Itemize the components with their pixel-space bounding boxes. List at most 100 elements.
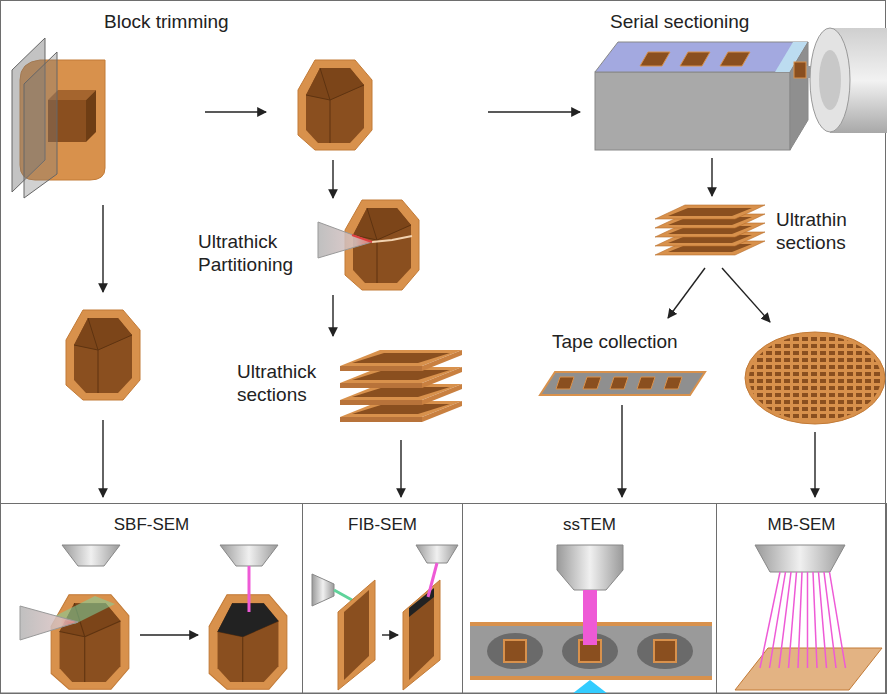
microtome xyxy=(790,42,808,150)
panel-heading: MB-SEM xyxy=(717,504,886,536)
sbf-sem-figure xyxy=(220,545,278,566)
ultrathick-stack xyxy=(352,353,450,363)
flow-arrow xyxy=(103,112,815,497)
tape-strip xyxy=(556,377,574,389)
mb-sem-figure xyxy=(789,572,797,668)
trimmed-block xyxy=(66,60,372,400)
mb-sem-figure xyxy=(813,572,817,668)
mb-sem-figure xyxy=(830,572,846,668)
sbf-sem-figure xyxy=(140,634,198,635)
ultrathick-stack xyxy=(340,400,422,405)
label-text: Ultrathick sections xyxy=(237,360,337,406)
sstem-figure xyxy=(470,676,712,680)
flow-arrow xyxy=(332,160,333,198)
step-label: Serial sectioning xyxy=(610,10,749,33)
microtome xyxy=(720,52,750,66)
partitioning-figure xyxy=(372,236,412,242)
raw-block xyxy=(12,38,105,198)
label-text: Serial sectioning xyxy=(610,10,749,33)
tape-strip xyxy=(540,372,705,395)
flow-arrow xyxy=(711,158,712,196)
mb-sem-figure xyxy=(824,572,836,668)
ultrathick-stack xyxy=(340,417,422,422)
fib-sem-figure xyxy=(416,545,458,563)
panel-heading: ssTEM xyxy=(463,504,716,536)
trimmed-block xyxy=(298,60,372,150)
mb-sem-figure xyxy=(770,572,786,668)
sbf-sem-figure xyxy=(51,595,129,690)
raw-block xyxy=(86,90,96,142)
sstem-figure xyxy=(583,590,597,645)
tape-strip xyxy=(583,377,601,389)
fib-sem-figure xyxy=(344,590,369,680)
sstem-figure xyxy=(487,633,543,669)
raw-block xyxy=(24,52,57,198)
partitioning-figure xyxy=(352,235,372,242)
wafer xyxy=(749,335,881,421)
flow-arrow xyxy=(668,268,705,318)
panel-heading: FIB-SEM xyxy=(303,504,462,536)
ultrathin-stack xyxy=(655,205,765,255)
microtome xyxy=(810,28,850,132)
sstem-figure xyxy=(572,680,608,694)
mb-sem-figure xyxy=(798,572,802,668)
fib-sem-figure xyxy=(312,574,334,606)
ultrathin-stack xyxy=(668,208,752,216)
ultrathick-stack xyxy=(352,404,450,414)
step-label: Block trimming xyxy=(104,10,229,33)
sbf-sem-figure xyxy=(62,545,120,566)
fib-sem-figure xyxy=(428,563,437,597)
microtome xyxy=(595,28,887,150)
mb-sem-figure xyxy=(755,545,845,572)
tape-strip xyxy=(610,377,628,389)
mb-sem-figure xyxy=(760,572,846,668)
step-label: Ultrathick sections xyxy=(237,360,337,406)
ultrathick-stack xyxy=(340,350,462,422)
wafer xyxy=(745,332,885,424)
microtome xyxy=(595,72,790,150)
step-label: Tape collection xyxy=(552,330,678,353)
ultrathin-stack xyxy=(655,205,765,219)
technique-panel: FIB-SEM xyxy=(302,503,463,694)
fib-sem-figure xyxy=(403,580,440,690)
technique-panel: MB-SEM xyxy=(716,503,887,694)
step-label: Ultrathick Partitioning xyxy=(198,230,320,276)
fib-sem-figure xyxy=(312,545,458,690)
sbf-sem-figure xyxy=(20,545,287,689)
mb-sem-figure xyxy=(807,572,809,668)
sbf-sem-figure xyxy=(20,606,78,640)
fib-sem-figure xyxy=(382,634,398,635)
microtome xyxy=(819,50,841,110)
sstem-figure xyxy=(470,545,712,694)
mb-sem-figure xyxy=(735,545,882,690)
label-text: Ultrathin sections xyxy=(776,208,880,254)
sstem-figure xyxy=(557,545,623,590)
partitioning-figure xyxy=(318,222,372,258)
tape-strip xyxy=(664,377,682,389)
flow-arrow xyxy=(102,420,103,497)
microtome xyxy=(680,52,710,66)
tape-strip xyxy=(637,377,655,389)
fib-sem-figure xyxy=(338,580,375,690)
tape-strip xyxy=(540,372,705,395)
technique-panel: ssTEM xyxy=(462,503,717,694)
microtome xyxy=(794,62,806,78)
trimmed-block xyxy=(66,310,140,400)
microtome xyxy=(640,52,670,66)
sstem-figure xyxy=(504,640,526,662)
ultrathick-stack xyxy=(340,383,422,388)
sstem-figure xyxy=(654,640,676,662)
flow-arrow xyxy=(332,295,333,336)
technique-panel: SBF-SEM xyxy=(0,503,303,694)
ultrathick-stack xyxy=(340,366,422,371)
fib-sem-figure xyxy=(334,590,352,600)
sstem-figure xyxy=(637,633,693,669)
step-label: Ultrathin sections xyxy=(776,208,880,254)
flow-arrow xyxy=(205,111,266,112)
panel-heading: SBF-SEM xyxy=(1,504,302,536)
mb-sem-figure xyxy=(735,648,882,690)
